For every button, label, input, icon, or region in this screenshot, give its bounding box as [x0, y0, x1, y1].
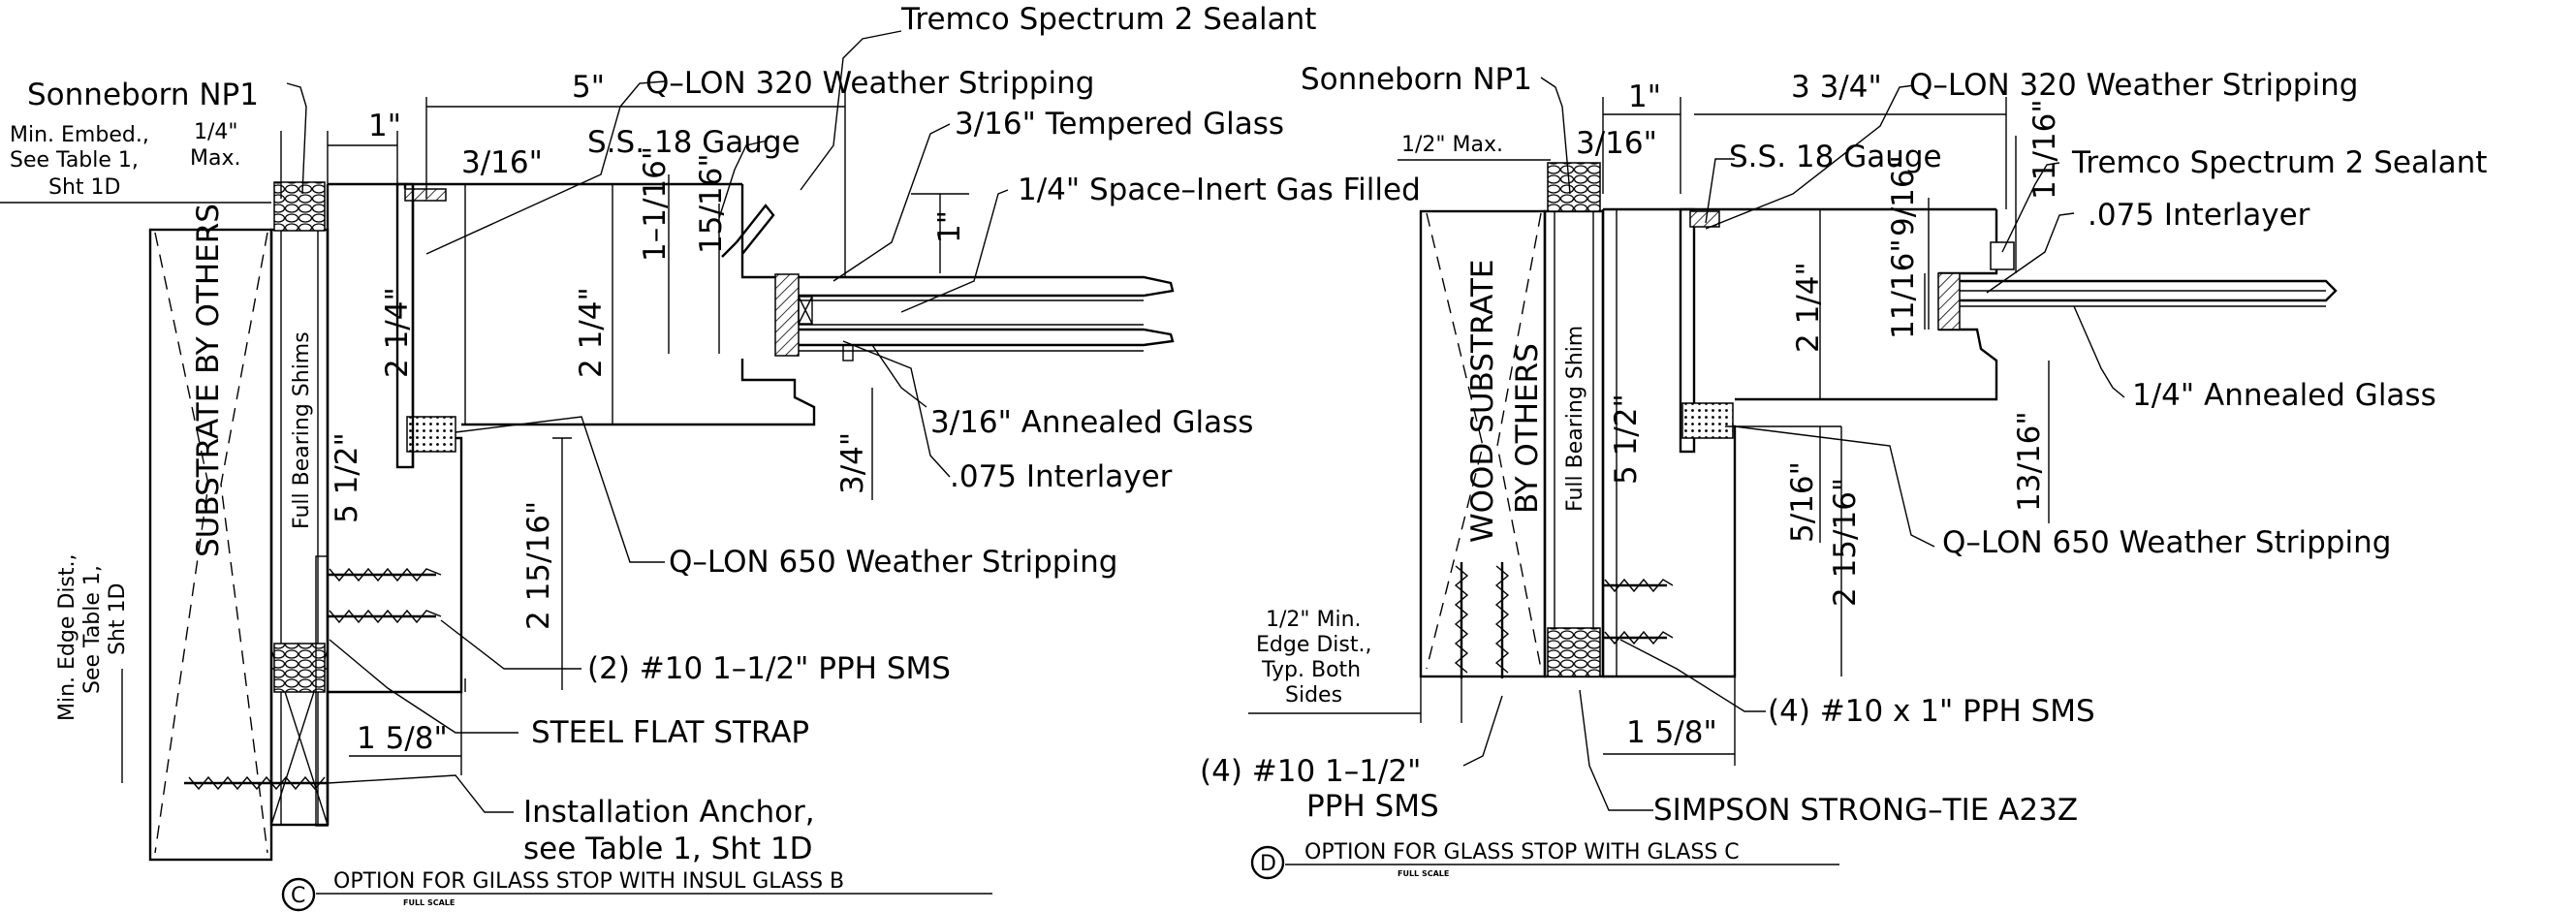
title-d: OPTION FOR GLASS STOP WITH GLASS C	[1304, 840, 1740, 865]
label-qlon320: Q–LON 320 Weather Stripping	[645, 66, 1094, 101]
dim-2-quarter-a: 2 1/4"	[380, 287, 415, 378]
sonneborn-sealant-lower	[1547, 627, 1601, 677]
sonneborn-sealant	[1547, 162, 1601, 212]
fasteners	[1454, 562, 1674, 678]
label-byothers: BY OTHERS	[1510, 343, 1545, 514]
label-min-embed-2: See Table 1,	[10, 148, 139, 173]
sonneborn-sealant	[273, 181, 326, 232]
label-min-embed-1: Min. Embed.,	[10, 123, 149, 147]
qlon650-strip	[1681, 402, 1734, 439]
dim-13-16: 13/16"	[2012, 411, 2047, 512]
label-sms2-1: (4) #10 1–1/2"	[1200, 754, 1421, 789]
label-interlayer: .075 Interlayer	[950, 459, 1173, 494]
dim-one-v: 1"	[932, 210, 967, 243]
label-annealed: 3/16" Annealed Glass	[930, 405, 1253, 440]
label-sms: (2) #10 1–1/2" PPH SMS	[587, 651, 951, 686]
label-wood: WOOD SUBSTRATE	[1465, 260, 1500, 544]
scale-c: FULL SCALE	[403, 898, 455, 907]
detail-marker-d-text: D	[1260, 852, 1276, 876]
label-substrate: SUBSTRATE BY OTHERS	[191, 204, 226, 557]
title-c: OPTION FOR GILASS STOP WITH INSUL GLASS …	[333, 869, 844, 894]
dim-1-5-8: 1 5/8"	[1626, 715, 1717, 750]
label-edge-2: Edge Dist.,	[1256, 633, 1372, 657]
dim-three16: 3/16"	[1576, 126, 1657, 161]
detail-marker-c-text: C	[291, 884, 305, 908]
dim-2-quarter-b: 2 1/4"	[574, 287, 609, 378]
leaders	[286, 30, 1009, 813]
label-edge-dist-2: See Table 1,	[80, 565, 105, 694]
dim-2-15-16: 2 15/16"	[521, 501, 556, 630]
label-annealed: 1/4" Annealed Glass	[2132, 378, 2436, 413]
window-frame	[1601, 207, 1998, 678]
qlon650-strip	[406, 416, 456, 453]
label-shims: Full Bearing Shims	[290, 331, 314, 529]
dim-one: 1"	[368, 109, 401, 143]
dim-3-3-4: 3 3/4"	[1791, 70, 1882, 105]
ss18-gauge-stop	[404, 188, 447, 202]
label-sms1: (4) #10 x 1" PPH SMS	[1768, 694, 2095, 729]
label-qlon650: Q–LON 650 Weather Stripping	[1942, 525, 2391, 560]
dim-1-5-8: 1 5/8"	[357, 721, 448, 756]
steel-flat-strap	[315, 555, 329, 827]
label-sonneborn: Sonneborn NP1	[27, 78, 259, 112]
dim-11-16-a: 11/16"	[2027, 99, 2062, 200]
label-edge-1: 1/2" Min.	[1266, 608, 1362, 632]
label-edge-4: Sides	[1285, 683, 1342, 708]
label-anchor-2: see Table 1, Sht 1D	[523, 832, 813, 866]
dim-5-16: 5/16"	[1785, 461, 1820, 543]
label-sonneborn: Sonneborn NP1	[1301, 62, 1532, 97]
detail-d: Sonneborn NP1 Q–LON 320 Weather Strippin…	[1200, 62, 2487, 880]
dim-five: 5"	[572, 70, 605, 105]
sonneborn-sealant-lower	[273, 643, 326, 693]
label-edge-3: Typ. Both	[1261, 658, 1361, 682]
ss18-gauge-stop	[1689, 210, 1720, 228]
dim-9-16: 9/16"	[1886, 155, 1921, 236]
dim-one: 1"	[1628, 79, 1661, 114]
detail-c: Tremco Spectrum 2 Sealant Sonneborn NP1 …	[0, 2, 1421, 912]
label-edge-dist-1: Min. Edge Dist.,	[55, 553, 79, 721]
label-sealant: Tremco Spectrum 2 Sealant	[900, 2, 1316, 37]
dim-5-half: 5 1/2"	[1609, 393, 1644, 485]
dim-11-16-b: 11/16"	[1886, 238, 1921, 339]
fasteners	[184, 555, 442, 827]
label-interlayer: .075 Interlayer	[2088, 198, 2310, 233]
label-simpson: SIMPSON STRONG–TIE A23Z	[1653, 793, 2078, 828]
dim-three16: 3/16"	[461, 145, 543, 180]
label-ss18: S.S. 18 Gauge	[587, 125, 801, 160]
dim-3-quarter: 3/4"	[835, 432, 870, 494]
label-space: 1/4" Space–Inert Gas Filled	[1018, 173, 1421, 207]
dim-1-1-16: 1–1/16"	[638, 146, 673, 262]
insulated-glass	[721, 204, 1175, 362]
dim-2-15-16: 2 15/16"	[1828, 478, 1863, 607]
dim-5-half: 5 1/2"	[330, 432, 364, 523]
dimension-lines	[1248, 97, 2050, 766]
label-edge-dist-3: Sht 1D	[106, 583, 130, 655]
dim-2-quarter: 2 1/4"	[1791, 262, 1826, 353]
dim-quarter-max-2: Max.	[190, 146, 240, 171]
scale-d: FULL SCALE	[1398, 869, 1449, 878]
dim-half-max: 1/2" Max.	[1401, 133, 1503, 157]
label-qlon650: Q–LON 650 Weather Stripping	[669, 545, 1117, 580]
dim-15-16: 15/16"	[694, 153, 729, 254]
label-ss18: S.S. 18 Gauge	[1729, 140, 1942, 174]
label-tempered: 3/16" Tempered Glass	[955, 107, 1284, 142]
label-sms2-2: PPH SMS	[1306, 789, 1439, 824]
label-qlon320: Q–LON 320 Weather Stripping	[1909, 68, 2358, 103]
leaders	[1462, 77, 2125, 811]
detail-marker-d	[1250, 845, 1285, 880]
label-shim: Full Bearing Shim	[1563, 326, 1587, 512]
label-min-embed-3: Sht 1D	[48, 175, 120, 200]
label-anchor-1: Installation Anchor,	[523, 795, 815, 830]
laminated-glass	[1937, 241, 2338, 330]
shim-block	[269, 181, 330, 827]
dim-quarter-max-1: 1/4"	[194, 120, 238, 144]
detail-marker-c	[281, 877, 316, 912]
dimension-lines	[0, 92, 969, 783]
label-sealant: Tremco Spectrum 2 Sealant	[2071, 145, 2487, 180]
label-strap: STEEL FLAT STRAP	[531, 715, 809, 750]
